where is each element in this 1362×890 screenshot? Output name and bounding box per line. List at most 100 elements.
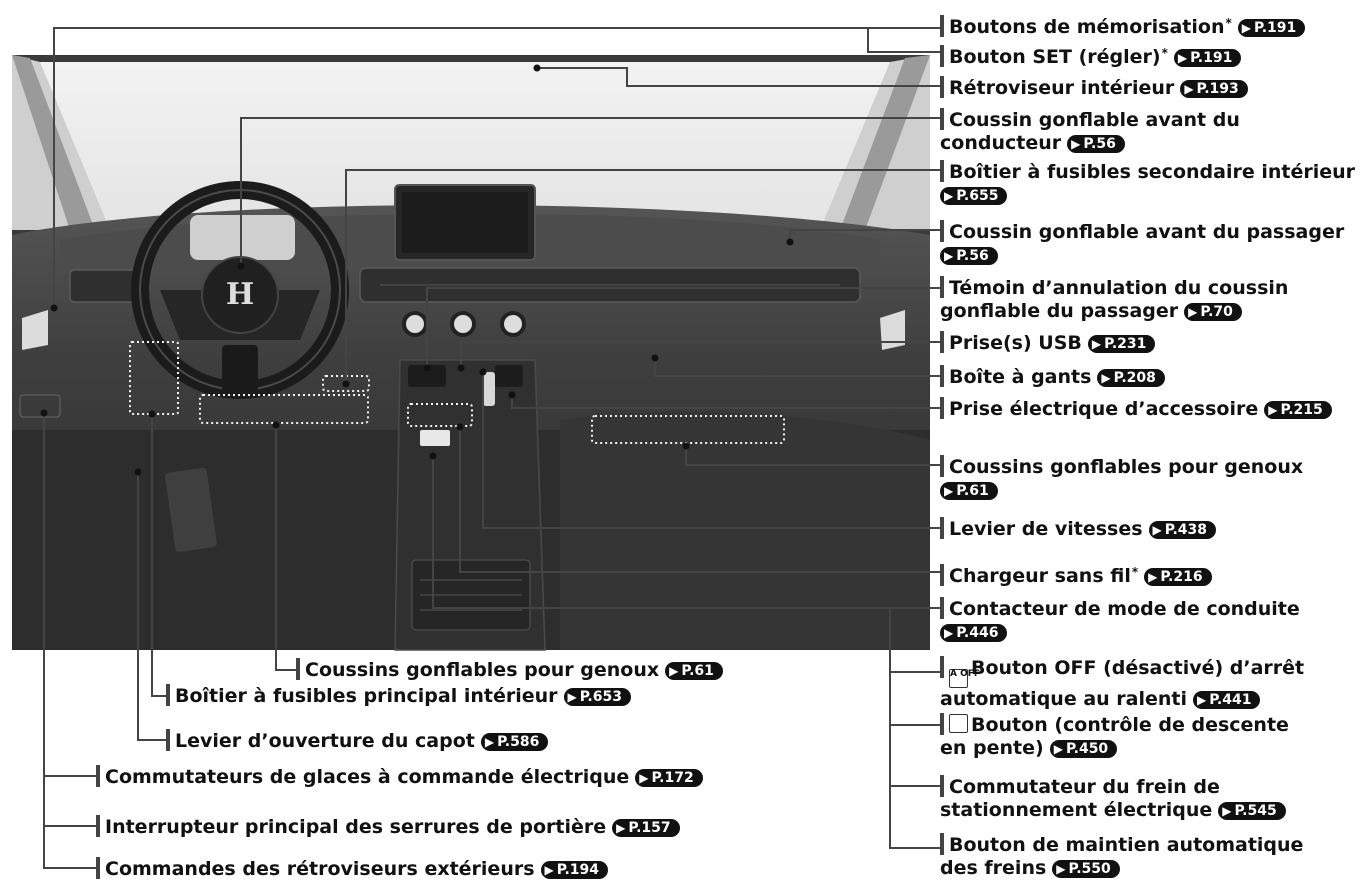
page-ref-badge[interactable]: ▶P.191: [1237, 19, 1306, 37]
label-text: Coussins gonflables pour genoux: [949, 456, 1304, 478]
label-tick: [96, 765, 100, 787]
label-text: Prise électrique d’accessoire: [949, 398, 1259, 420]
page-ref-text: P.438: [1164, 522, 1208, 538]
label-tick: [166, 684, 170, 706]
label-windows: Commutateurs de glaces à commande électr…: [96, 765, 703, 789]
page-ref-badge[interactable]: ▶P.215: [1264, 401, 1332, 419]
page-ref-badge[interactable]: ▶P.550: [1052, 860, 1120, 878]
page-ref-badge[interactable]: ▶P.216: [1144, 568, 1212, 586]
label-tick: [940, 455, 944, 477]
page-ref-text: P.653: [579, 689, 622, 705]
label-text: Commutateur du frein de: [949, 776, 1220, 798]
page-ref-badge[interactable]: ▶P.56: [1067, 135, 1125, 153]
label-tick: [296, 658, 300, 680]
page-ref-badge[interactable]: ▶P.61: [665, 662, 723, 680]
label-text: Boîtier à fusibles principal intérieur: [175, 685, 558, 707]
footnote-star: *: [1225, 16, 1232, 30]
page-ref-badge[interactable]: ▶P.545: [1218, 802, 1286, 820]
page-ref-badge[interactable]: ▶P.70: [1184, 303, 1242, 321]
page-ref-badge[interactable]: ▶P.172: [635, 769, 703, 787]
arrow-icon: ▶: [944, 484, 954, 498]
arrow-icon: ▶: [944, 189, 954, 203]
page-ref-text: P.191: [1254, 20, 1297, 36]
page-ref-badge[interactable]: ▶P.438: [1148, 521, 1217, 539]
page-ref-text: P.61: [681, 663, 714, 679]
label-tick: [940, 775, 944, 797]
page-ref-badge[interactable]: ▶P.446: [940, 624, 1008, 642]
label-knee-b: Coussins gonflables pour genoux▶P.61: [296, 658, 723, 682]
page-ref-badge[interactable]: ▶P.441: [1193, 691, 1261, 709]
page-ref-text: P.61: [956, 483, 989, 499]
page-ref-text: P.191: [1190, 50, 1233, 66]
label-text: Bouton de maintien automatique: [949, 834, 1304, 856]
arrow-icon: ▶: [544, 863, 554, 877]
page-ref-text: P.56: [1083, 136, 1116, 152]
label-tick: [940, 220, 944, 242]
page-ref-badge[interactable]: ▶P.157: [612, 819, 680, 837]
arrow-icon: ▶: [1148, 570, 1158, 584]
arrow-icon: ▶: [1056, 862, 1066, 876]
page-ref-badge[interactable]: ▶P.56: [940, 247, 998, 265]
page-ref-text: P.446: [956, 625, 999, 641]
label-memo: Boutons de mémorisation*▶P.191: [940, 12, 1306, 39]
page-ref-badge[interactable]: ▶P.191: [1173, 49, 1242, 67]
label-text: Coussin gonflable avant du: [949, 109, 1240, 131]
label-tick: [940, 656, 944, 678]
label-tick: [940, 45, 944, 67]
page-ref-badge[interactable]: ▶P.450: [1049, 740, 1118, 758]
page-ref-text: P.231: [1104, 336, 1147, 352]
label-airbag-pass: Coussin gonflable avant du passager ▶P.56: [940, 220, 1344, 267]
label-gear: Levier de vitesses ▶P.438: [940, 517, 1217, 541]
page-ref-text: P.450: [1065, 741, 1109, 757]
arrow-icon: ▶: [1197, 693, 1207, 707]
page-ref-badge[interactable]: ▶P.193: [1180, 80, 1248, 98]
arrow-icon: ▶: [669, 664, 679, 678]
label-retro: Rétroviseur intérieur▶P.193: [940, 76, 1248, 100]
page-ref-text: P.56: [956, 248, 989, 264]
arrow-icon: ▶: [1053, 742, 1063, 756]
label-text: Prise(s) USB: [949, 332, 1082, 354]
label-text: conducteur: [940, 132, 1062, 154]
arrow-icon: ▶: [1177, 51, 1188, 65]
label-tick: [940, 833, 944, 855]
label-text: des freins: [940, 857, 1047, 879]
label-tick: [940, 597, 944, 619]
label-text: Chargeur sans fil: [949, 565, 1131, 587]
page-ref-text: P.216: [1160, 569, 1203, 585]
arrow-icon: ▶: [567, 690, 577, 704]
label-text: Coussin gonflable avant du passager: [949, 221, 1345, 243]
label-text: Commandes des rétroviseurs extérieurs: [105, 858, 535, 880]
label-text: Boîte à gants: [949, 366, 1092, 388]
label-text: Commutateurs de glaces à commande électr…: [105, 766, 630, 788]
label-text: Levier de vitesses: [949, 518, 1143, 540]
page-ref-text: P.655: [956, 188, 999, 204]
arrow-icon: ▶: [1101, 371, 1111, 385]
arrow-icon: ▶: [1091, 337, 1102, 351]
page-ref-text: P.208: [1113, 370, 1156, 386]
page-ref-text: P.441: [1209, 692, 1252, 708]
label-text: Bouton SET (régler): [949, 46, 1161, 68]
page-ref-text: P.550: [1068, 861, 1111, 877]
arrow-icon: ▶: [944, 626, 954, 640]
arrow-icon: ▶: [1222, 804, 1232, 818]
label-text: Boîtier à fusibles secondaire intérieur: [949, 161, 1356, 183]
arrow-icon: ▶: [484, 735, 495, 749]
page-ref-badge[interactable]: ▶P.653: [563, 688, 631, 706]
page-ref-badge[interactable]: ▶P.231: [1087, 335, 1156, 353]
arrow-icon: ▶: [1184, 82, 1194, 96]
label-text: Interrupteur principal des serrures de p…: [105, 816, 607, 838]
label-text: Témoin d’annulation du coussin: [949, 277, 1289, 299]
page-ref-badge[interactable]: ▶P.208: [1097, 369, 1165, 387]
page-ref-badge[interactable]: ▶P.586: [480, 733, 549, 751]
label-text: stationnement électrique: [940, 799, 1213, 821]
label-tick: [940, 365, 944, 387]
arrow-icon: ▶: [1152, 523, 1162, 537]
page-ref-text: P.215: [1280, 402, 1323, 418]
page-ref-badge[interactable]: ▶P.655: [940, 187, 1008, 205]
page-ref-badge[interactable]: ▶P.194: [540, 861, 608, 879]
page-ref-badge[interactable]: ▶P.61: [940, 482, 998, 500]
